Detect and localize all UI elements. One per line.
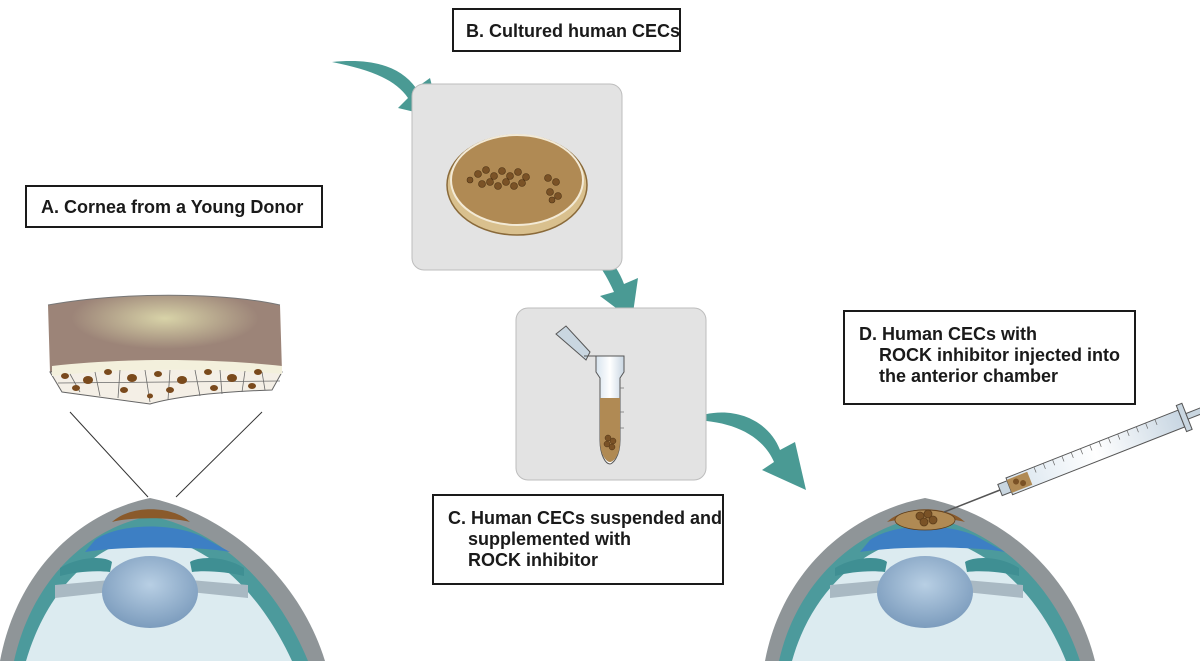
label-d-line-2: ROCK inhibitor injected into — [879, 345, 1120, 365]
label-a-text: A. Cornea from a Young Donor — [41, 197, 304, 217]
label-c-line-1: C. Human CECs suspended and — [448, 508, 723, 528]
arrow-to-eye — [688, 412, 806, 490]
recipient-eye-right — [765, 498, 1095, 661]
label-c-suspended-cecs: C. Human CECs suspended and supplemented… — [432, 494, 724, 585]
label-a-cornea-donor: A. Cornea from a Young Donor — [25, 185, 323, 228]
donor-eye-left — [0, 498, 325, 661]
cultured-cells — [466, 166, 562, 204]
label-b-cultured-cecs: B. Cultured human CECs — [452, 8, 681, 52]
cornea-tissue-section — [47, 294, 283, 405]
label-d-injected-cecs: D. Human CECs with ROCK inhibitor inject… — [843, 310, 1136, 405]
iris — [60, 558, 112, 576]
cornea-layer — [85, 526, 230, 552]
label-b-text: B. Cultured human CECs — [466, 21, 681, 41]
label-c-line-2: supplemented with — [468, 529, 632, 549]
syringe — [943, 402, 1200, 513]
arrow-to-tube — [576, 242, 638, 320]
culture-panel — [411, 83, 623, 271]
injected-cells — [894, 509, 956, 531]
label-c-line-3: ROCK inhibitor — [468, 550, 598, 570]
label-d-line-1: D. Human CECs with — [859, 324, 1038, 344]
tube-panel — [515, 307, 707, 481]
label-d-line-3: the anterior chamber — [879, 366, 1059, 386]
lens — [102, 556, 198, 628]
